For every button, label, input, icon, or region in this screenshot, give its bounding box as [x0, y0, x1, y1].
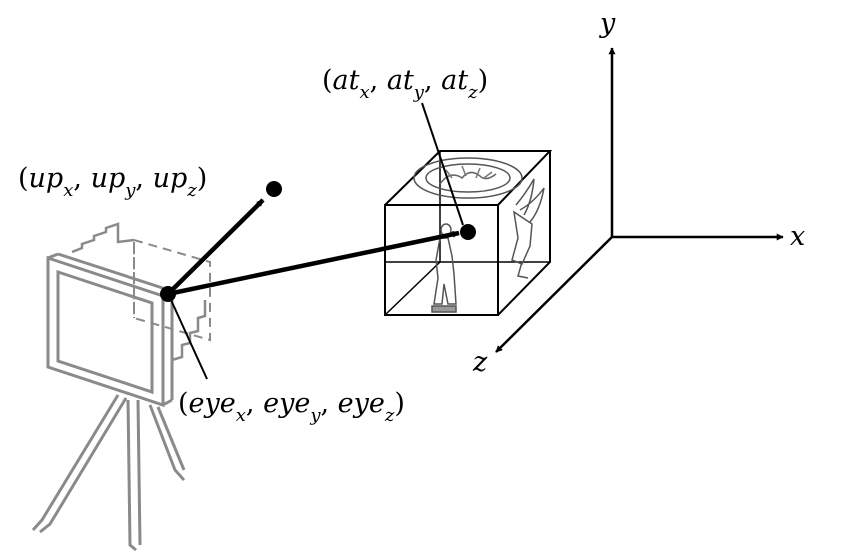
x-axis-label: x — [790, 221, 805, 252]
eye-coordinates-label: (eyex, eyey, eyez) — [178, 388, 405, 426]
medallion-icon — [413, 157, 523, 199]
y-axis-label: y — [599, 8, 616, 39]
at-point — [460, 224, 476, 240]
textured-cube-icon — [384, 150, 553, 316]
up-point — [266, 181, 282, 197]
view-direction-arrow — [167, 230, 460, 297]
winged-figure-icon — [511, 178, 545, 279]
at-coordinates-label: (atx, aty, atz) — [322, 65, 488, 103]
up-coordinates-label: (upx, upy, upz) — [18, 163, 207, 201]
camera-icon — [46, 222, 211, 408]
z-axis-line — [495, 236, 613, 353]
world-axes — [495, 47, 784, 353]
z-axis-label: z — [472, 347, 488, 378]
eye-leader-line — [170, 299, 208, 380]
tripod-icon — [31, 394, 186, 552]
at-leader-line — [421, 102, 464, 226]
eye-point — [160, 286, 176, 302]
up-vector-arrow — [166, 198, 265, 296]
